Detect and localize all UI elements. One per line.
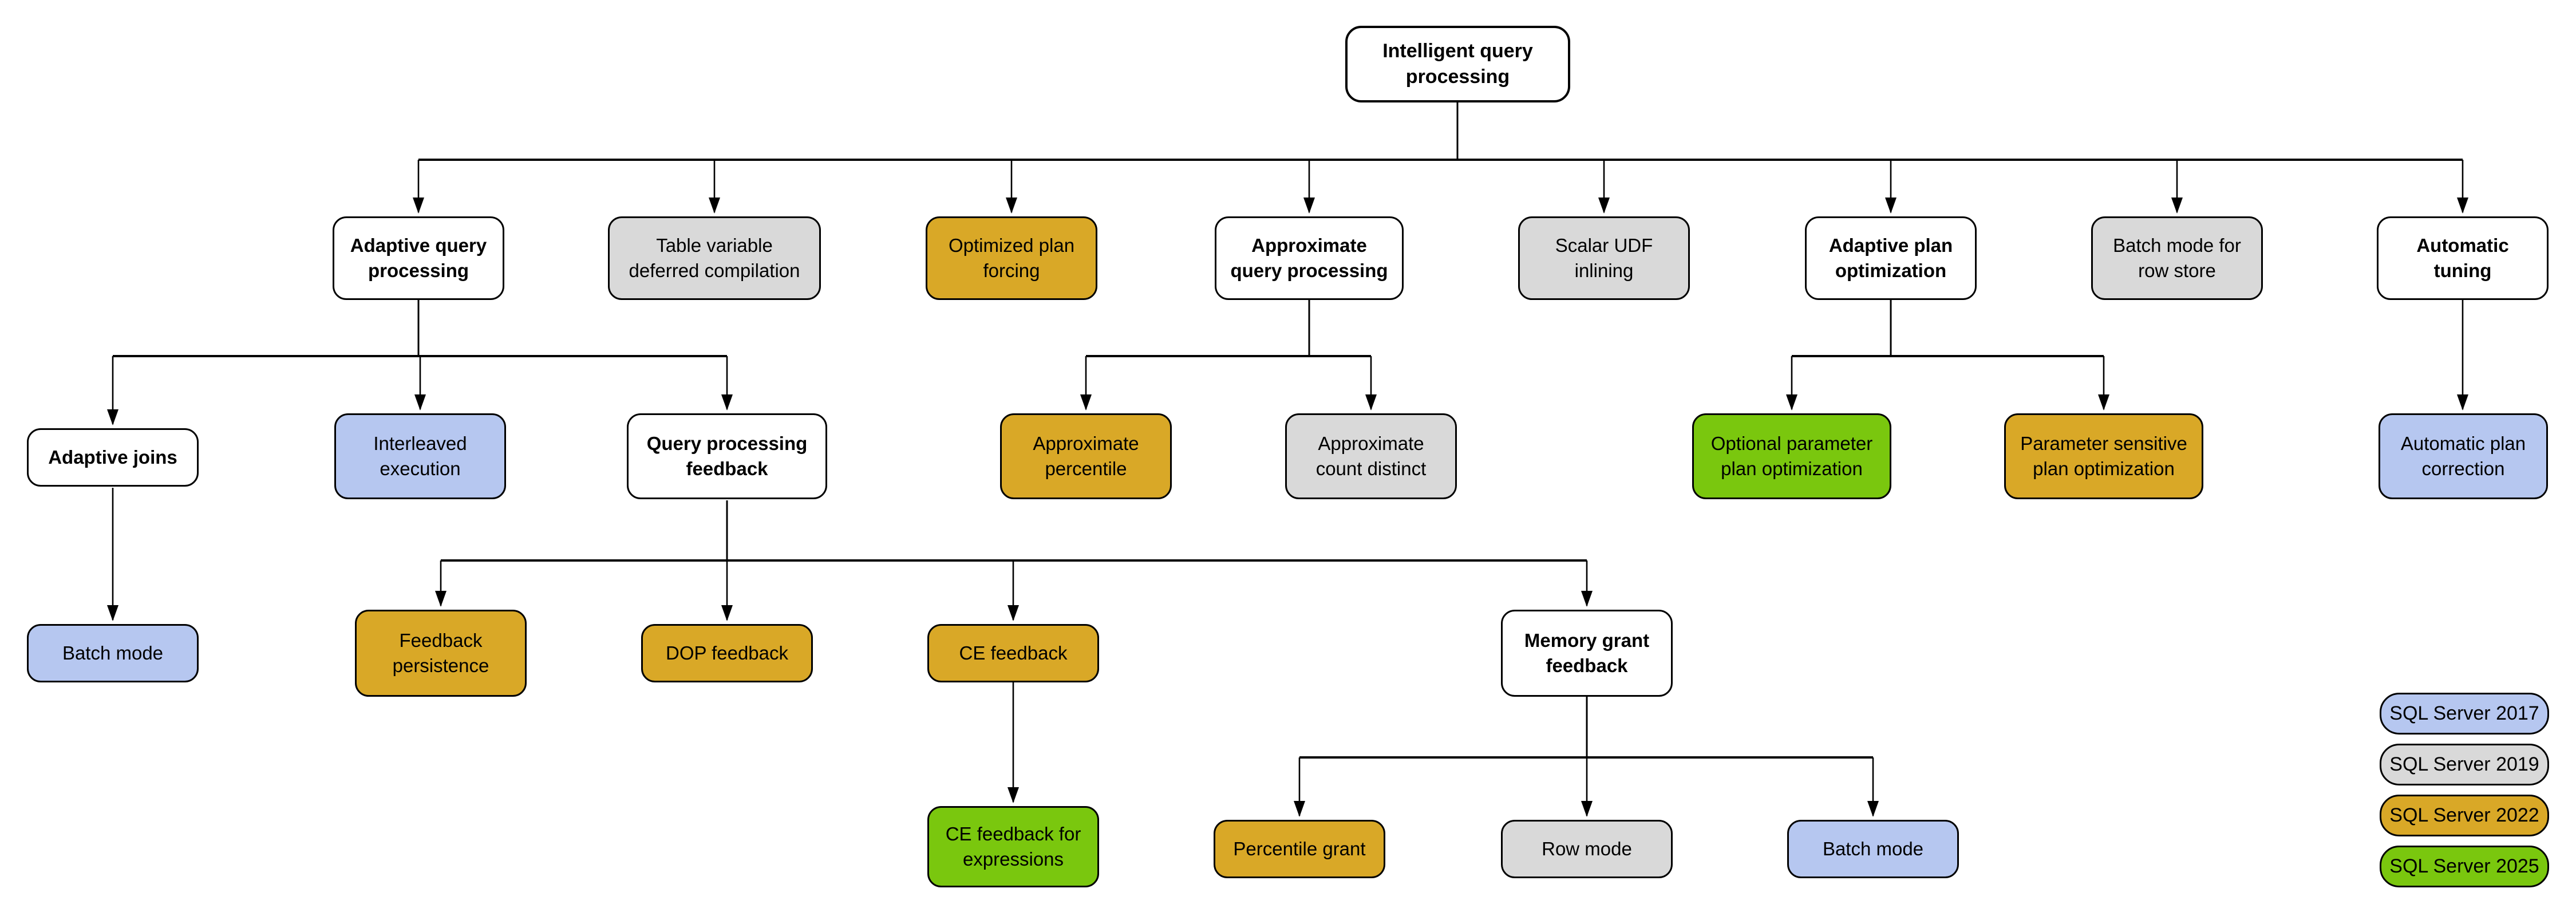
node-batch-mode-memory-grant: Batch mode <box>1787 820 1959 878</box>
node-feedback-persistence: Feedback persistence <box>355 610 527 697</box>
node-adaptive-plan-optimization: Adaptive plan optimization <box>1805 216 1977 300</box>
node-parameter-sensitive-plan-optimization: Parameter sensitive plan optimization <box>2004 413 2203 499</box>
node-dop-feedback: DOP feedback <box>641 624 813 682</box>
legend-sql-server-2022: SQL Server 2022 <box>2380 795 2549 836</box>
node-row-mode: Row mode <box>1501 820 1673 878</box>
node-scalar-udf-inlining: Scalar UDF inlining <box>1518 216 1690 300</box>
node-batch-mode-for-row-store: Batch mode for row store <box>2091 216 2263 300</box>
node-query-processing-feedback: Query processing feedback <box>627 413 827 499</box>
node-approximate-count-distinct: Approximate count distinct <box>1285 413 1457 499</box>
legend-sql-server-2017: SQL Server 2017 <box>2380 693 2549 735</box>
node-ce-feedback-for-expressions: CE feedback for expressions <box>927 806 1099 887</box>
node-adaptive-query-processing: Adaptive query processing <box>333 216 504 300</box>
node-automatic-plan-correction: Automatic plan correction <box>2379 413 2548 499</box>
node-memory-grant-feedback: Memory grant feedback <box>1501 610 1673 697</box>
node-interleaved-execution: Interleaved execution <box>334 413 506 499</box>
node-batch-mode-adaptive-joins: Batch mode <box>27 624 199 682</box>
node-automatic-tuning: Automatic tuning <box>2377 216 2549 300</box>
legend-sql-server-2019: SQL Server 2019 <box>2380 744 2549 785</box>
arrow-drops <box>107 160 2468 817</box>
node-optional-parameter-plan-optimization: Optional parameter plan optimization <box>1692 413 1891 499</box>
branch-buses <box>113 159 2463 759</box>
node-table-variable-deferred-compilation: Table variable deferred compilation <box>608 216 821 300</box>
node-approximate-query-processing: Approximate query processing <box>1215 216 1404 300</box>
node-ce-feedback: CE feedback <box>927 624 1099 682</box>
node-approximate-percentile: Approximate percentile <box>1000 413 1172 499</box>
node-intelligent-query-processing: Intelligent query processing <box>1345 26 1570 102</box>
node-percentile-grant: Percentile grant <box>1214 820 1385 878</box>
node-adaptive-joins: Adaptive joins <box>27 428 199 487</box>
parent-stems <box>417 102 1892 757</box>
legend-sql-server-2025: SQL Server 2025 <box>2380 846 2549 887</box>
node-optimized-plan-forcing: Optimized plan forcing <box>926 216 1097 300</box>
